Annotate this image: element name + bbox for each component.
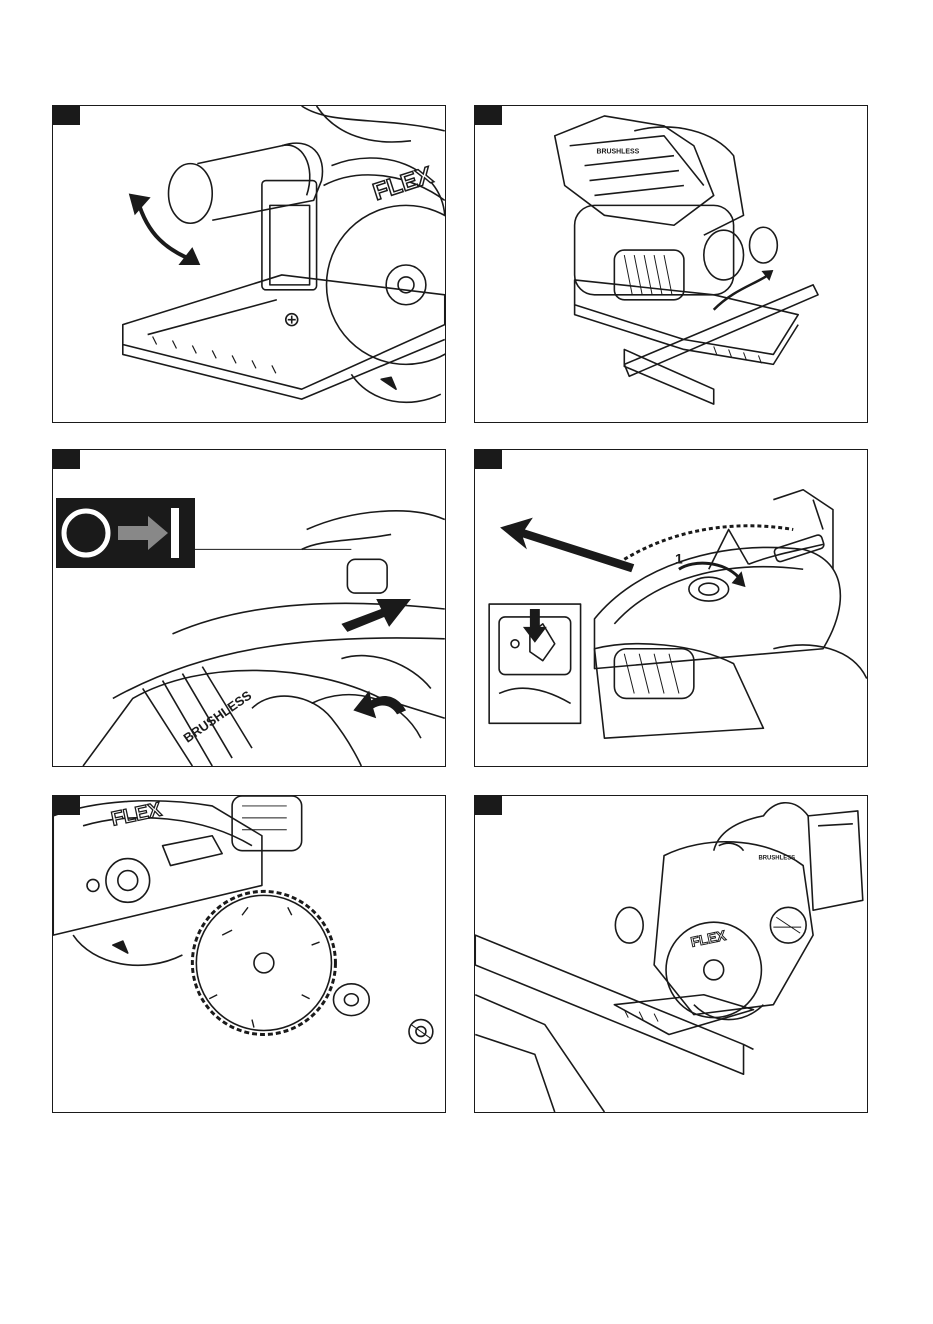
off-to-on-symbol (56, 498, 195, 568)
step-marker-1: 1 (675, 550, 683, 566)
figure-3: BRUSHLESS (52, 449, 446, 767)
figure-1: FLEX (52, 105, 446, 423)
spindle-lock-illustration: 1 (475, 450, 867, 766)
on-off-indicator (56, 498, 195, 568)
cutting-illustration: FLEX BRUSHLESS (475, 796, 867, 1112)
figure-2-number-tab (475, 106, 502, 125)
blade-change-illustration: FLEX (53, 796, 445, 1112)
dust-port-illustration: FLEX (53, 106, 445, 422)
brushless-label: BRUSHLESS (758, 856, 795, 862)
flex-logo: FLEX (370, 162, 436, 207)
figure-3-number-tab (53, 450, 80, 469)
figure-5-number-tab (53, 796, 80, 815)
figure-5: FLEX (52, 795, 446, 1113)
brushless-label: BRUSHLESS (181, 687, 255, 745)
figure-6-number-tab (475, 796, 502, 815)
press-lock-arrow-icon (353, 690, 406, 718)
parallel-guide-illustration: BRUSHLESS (475, 106, 867, 422)
arrow-right-icon (118, 516, 168, 550)
figure-1-number-tab (53, 106, 80, 125)
flex-logo: FLEX (109, 798, 164, 830)
on-bar-icon (171, 508, 179, 558)
figure-6: FLEX BRUSHLESS (474, 795, 868, 1113)
figure-4: 1 (474, 449, 868, 767)
flex-logo: FLEX (689, 927, 728, 950)
off-circle-icon (64, 511, 108, 555)
pull-direction-arrow-icon (500, 518, 634, 573)
figure-2: BRUSHLESS (474, 105, 868, 423)
brushless-label: BRUSHLESS (596, 149, 639, 156)
figure-4-number-tab (475, 450, 502, 469)
